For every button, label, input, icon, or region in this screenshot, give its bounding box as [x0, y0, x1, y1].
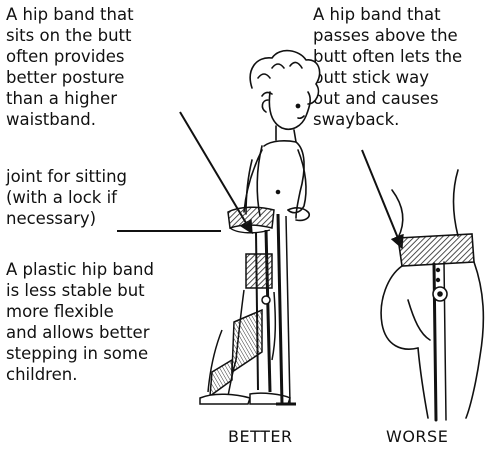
leg-braces — [200, 230, 290, 404]
hip-closeup — [381, 170, 483, 420]
arrow-hip-band-right — [362, 150, 402, 248]
hip-band-better — [228, 207, 274, 233]
child-figure — [244, 51, 320, 221]
crutch — [276, 214, 296, 404]
